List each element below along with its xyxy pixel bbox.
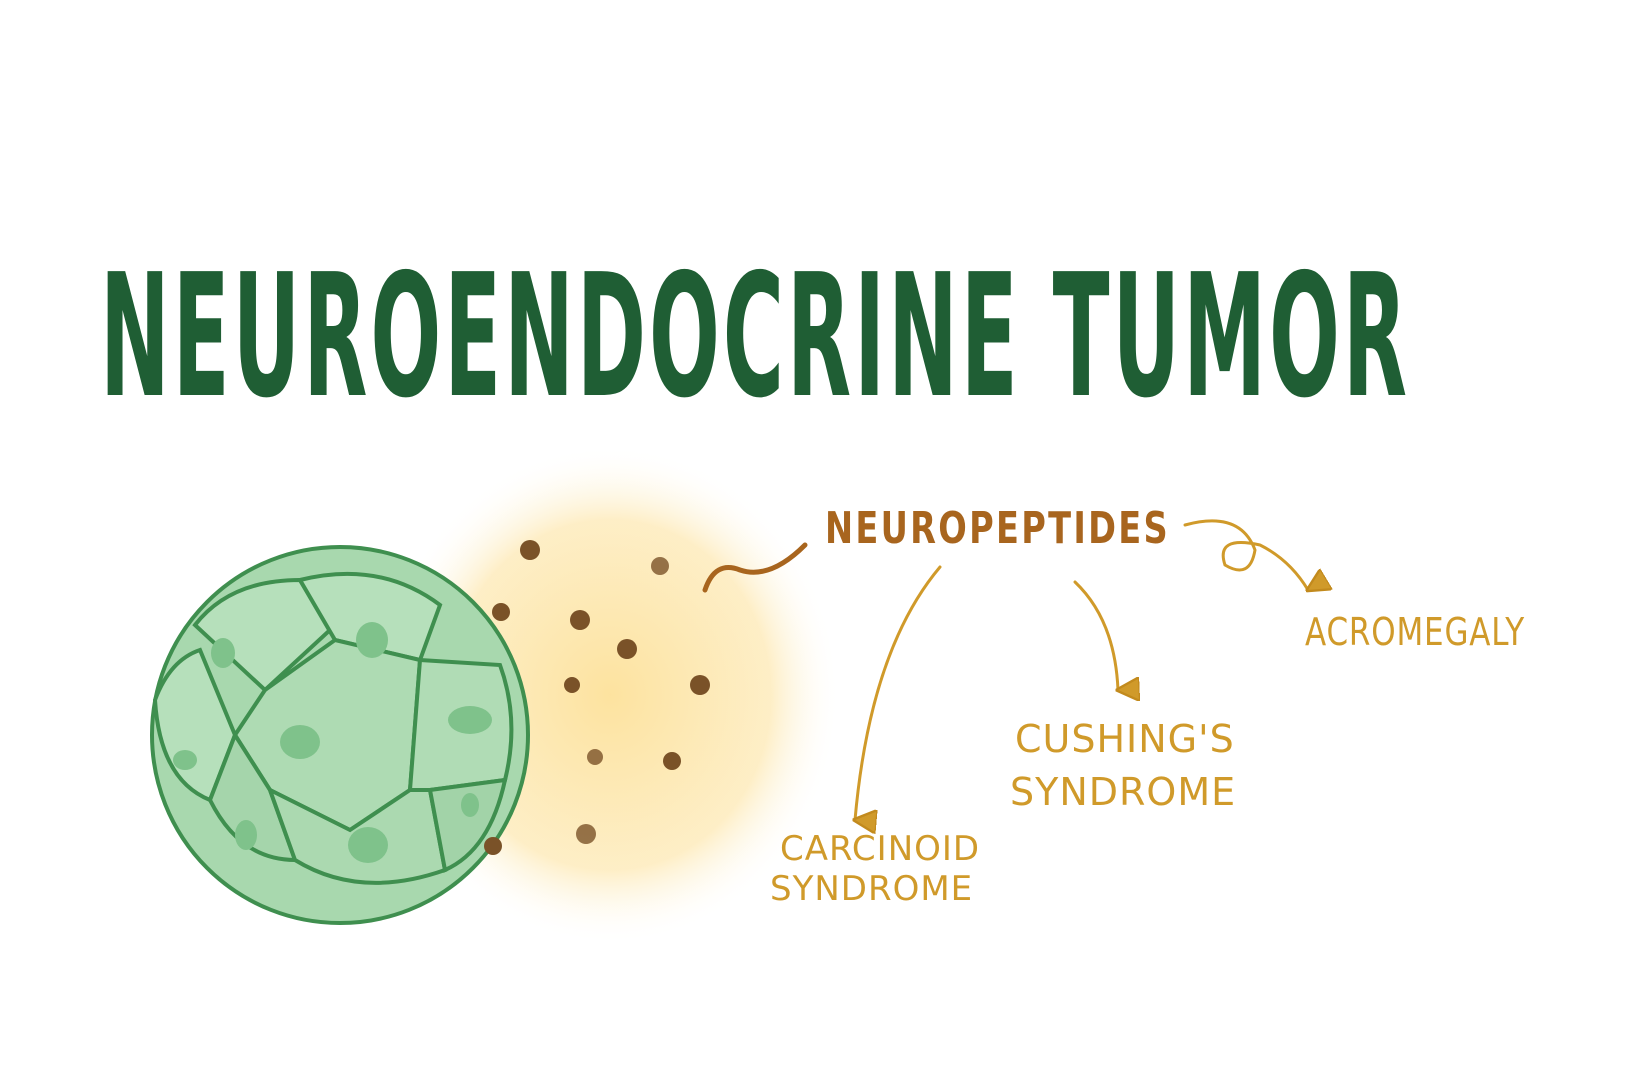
squiggle-connector: [702, 542, 808, 593]
diagram-title: NEUROENDOCRINE TUMOR: [100, 238, 1410, 436]
cushings-label-line1: CUSHING'S: [1015, 717, 1235, 761]
tumor-cell-cluster: [150, 545, 530, 925]
carcinoid-label-line1: CARCINOID: [780, 829, 980, 869]
neuropeptides-label: NEUROPEPTIDES: [825, 503, 1170, 554]
acromegaly-label: ACROMEGALY: [1305, 610, 1525, 654]
carcinoid-label-line2: SYNDROME: [770, 869, 973, 909]
neuropeptide-granules: [484, 540, 710, 855]
arrow-to-carcinoid: [855, 565, 942, 820]
cell-nuclei: [173, 622, 492, 863]
arrow-to-cushings: [1073, 580, 1118, 690]
effect-labels: CARCINOID SYNDROME CUSHING'S SYNDROME AC…: [770, 610, 1525, 909]
cushings-label-line2: SYNDROME: [1010, 770, 1236, 814]
arrow-to-acromegaly: [1183, 519, 1308, 590]
